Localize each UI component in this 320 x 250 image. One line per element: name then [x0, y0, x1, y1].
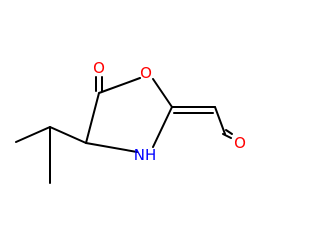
bond-c4-isopropyl	[49, 126, 87, 144]
bond-c4-c5	[85, 92, 100, 144]
bond-c5-ring-oxygen	[98, 77, 141, 94]
bond-nitrogen-c4	[85, 142, 138, 153]
bonds	[15, 76, 233, 184]
bond-ch-aldehyde-carbon	[214, 106, 226, 135]
atom-carbonyl-oxygen: O	[93, 59, 105, 77]
bond-c2-nitrogen	[152, 106, 173, 148]
atom-labels: O O NH O	[93, 59, 246, 164]
bond-isopropyl-methyl-1	[15, 126, 51, 143]
bond-ring-oxygen-c2	[152, 78, 173, 108]
atom-ring-oxygen: O	[140, 64, 152, 82]
atom-aldehyde-oxygen: O	[234, 134, 246, 152]
molecule-structure: O O NH O	[15, 59, 246, 184]
molecule-canvas: O O NH O	[15, 59, 246, 184]
bond-aldehyde-double-2	[225, 129, 233, 135]
bond-aldehyde-double-1	[222, 133, 232, 139]
atom-ring-nitrogen: NH	[134, 146, 157, 164]
